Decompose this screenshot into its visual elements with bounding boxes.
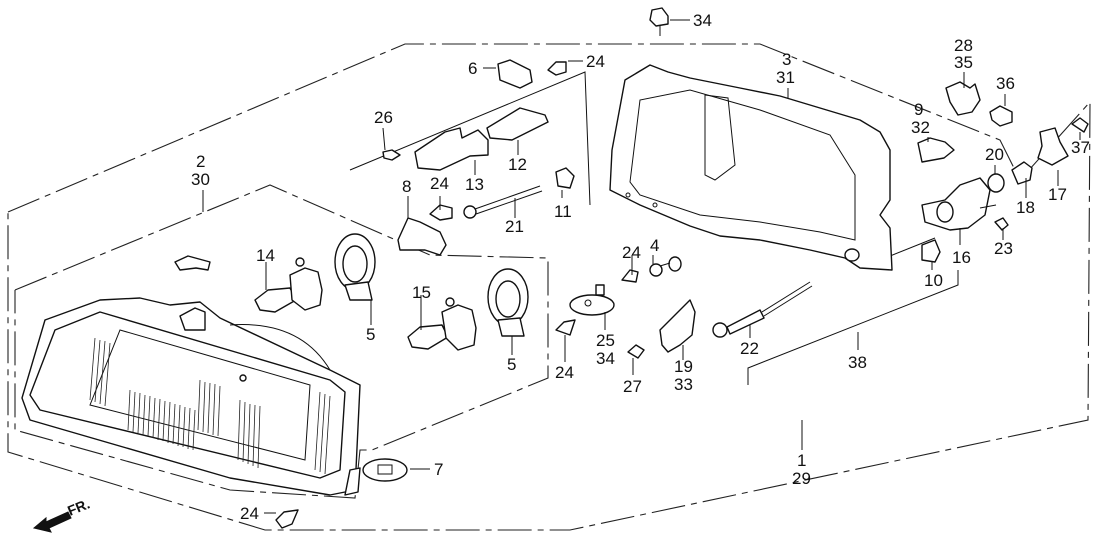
screw-24e-part: [275, 509, 299, 529]
leader-lines: [202, 19, 1081, 514]
callout-27[interactable]: 27: [623, 377, 642, 396]
callout-6[interactable]: 6: [468, 59, 477, 78]
parts: [21, 7, 1089, 529]
callout-19[interactable]: 19: [674, 357, 693, 376]
adjuster-group-boundary: [747, 270, 959, 385]
outer-assembly-boundary: [7, 43, 1091, 531]
screw-24a-part: [547, 61, 567, 76]
screw-26-part: [382, 149, 401, 161]
callout-24-e[interactable]: 24: [240, 504, 259, 523]
lens-hatching: [89, 337, 331, 475]
callout-24-b[interactable]: 24: [430, 174, 449, 193]
callout-12[interactable]: 12: [508, 155, 527, 174]
callout-8[interactable]: 8: [402, 177, 411, 196]
housing-clip-part: [174, 255, 211, 271]
screw-24d-part: [555, 319, 576, 336]
retaining-ring-a-part: [334, 233, 376, 301]
callout-labels: 34 6 24 3 31 28 35 36 26 12 13 9 32 37 2…: [191, 11, 1090, 523]
bolt-4-part: [649, 256, 682, 277]
callout-24-d[interactable]: 24: [555, 363, 574, 382]
callout-31[interactable]: 31: [776, 68, 795, 87]
callout-5-b[interactable]: 5: [507, 355, 516, 374]
callout-17[interactable]: 17: [1048, 185, 1067, 204]
callout-15[interactable]: 15: [412, 283, 431, 302]
bracket-13-part: [414, 127, 489, 171]
leveling-motor-16-part: [921, 177, 997, 231]
mounting-bracket-3-part: [609, 64, 893, 271]
callout-1[interactable]: 1: [797, 451, 806, 470]
front-direction-indicator: FR.: [32, 495, 92, 533]
bulb-14-part: [254, 257, 323, 313]
callout-21[interactable]: 21: [505, 217, 524, 236]
callout-28[interactable]: 28: [954, 36, 973, 55]
callout-13[interactable]: 13: [465, 175, 484, 194]
callout-3[interactable]: 3: [782, 50, 791, 69]
plate-25-part: [569, 284, 615, 316]
callout-4[interactable]: 4: [650, 236, 659, 255]
callout-22[interactable]: 22: [740, 339, 759, 358]
screw-24b-part: [429, 204, 453, 221]
bulb-15-part: [407, 297, 477, 351]
adjuster-22-part: [712, 281, 813, 338]
screw-37-part: [1071, 117, 1089, 133]
gasket-7-part: [362, 458, 408, 482]
headlight-lens-part: [21, 297, 361, 496]
bracket-17-part: [1037, 127, 1069, 166]
callout-10[interactable]: 10: [924, 271, 943, 290]
bracket-8-part: [397, 217, 447, 256]
callout-38[interactable]: 38: [848, 353, 867, 372]
callout-18[interactable]: 18: [1016, 198, 1035, 217]
screw-27-part: [627, 344, 645, 359]
callout-20[interactable]: 20: [985, 145, 1004, 164]
callout-33[interactable]: 33: [674, 375, 693, 394]
callout-2[interactable]: 2: [196, 152, 205, 171]
callout-23[interactable]: 23: [994, 239, 1013, 258]
bracket-group-boundary: [349, 71, 591, 206]
screw-23-part: [994, 217, 1009, 231]
front-direction-label: FR.: [65, 495, 92, 518]
bolt-34-top-part: [649, 7, 669, 36]
callout-30[interactable]: 30: [191, 170, 210, 189]
nut-11-part: [555, 167, 575, 189]
screw-24c-part: [621, 269, 639, 283]
callout-7[interactable]: 7: [434, 460, 443, 479]
callout-9[interactable]: 9: [914, 100, 923, 119]
callout-34-top[interactable]: 34: [693, 11, 712, 30]
washer-20-part: [987, 173, 1005, 193]
clip-6-part: [497, 59, 533, 89]
callout-14[interactable]: 14: [256, 246, 275, 265]
callout-32[interactable]: 32: [911, 118, 930, 137]
bolt-36-part: [989, 105, 1013, 127]
callout-5-a[interactable]: 5: [366, 325, 375, 344]
front-direction-arrow-icon: [32, 511, 72, 533]
bracket-28-part: [945, 81, 981, 116]
adjust-bolt-21-part: [463, 185, 543, 219]
callout-16[interactable]: 16: [952, 248, 971, 267]
housing-group-boundary: [14, 184, 549, 499]
callout-37[interactable]: 37: [1071, 138, 1090, 157]
retaining-ring-b-part: [487, 268, 529, 337]
callout-25[interactable]: 25: [596, 331, 615, 350]
callout-11[interactable]: 11: [554, 202, 572, 221]
connector-10-part: [921, 239, 941, 263]
bracket-19-part: [659, 299, 696, 353]
actuator-18-part: [1011, 161, 1033, 185]
callout-29[interactable]: 29: [792, 469, 811, 488]
pad-12-part: [486, 107, 549, 141]
connector-9-part: [917, 137, 955, 163]
callout-24-c[interactable]: 24: [622, 243, 641, 262]
callout-34-b[interactable]: 34: [596, 349, 615, 368]
callout-36[interactable]: 36: [996, 74, 1015, 93]
callout-24-a[interactable]: 24: [586, 52, 605, 71]
callout-26[interactable]: 26: [374, 108, 393, 127]
callout-35[interactable]: 35: [954, 53, 973, 72]
